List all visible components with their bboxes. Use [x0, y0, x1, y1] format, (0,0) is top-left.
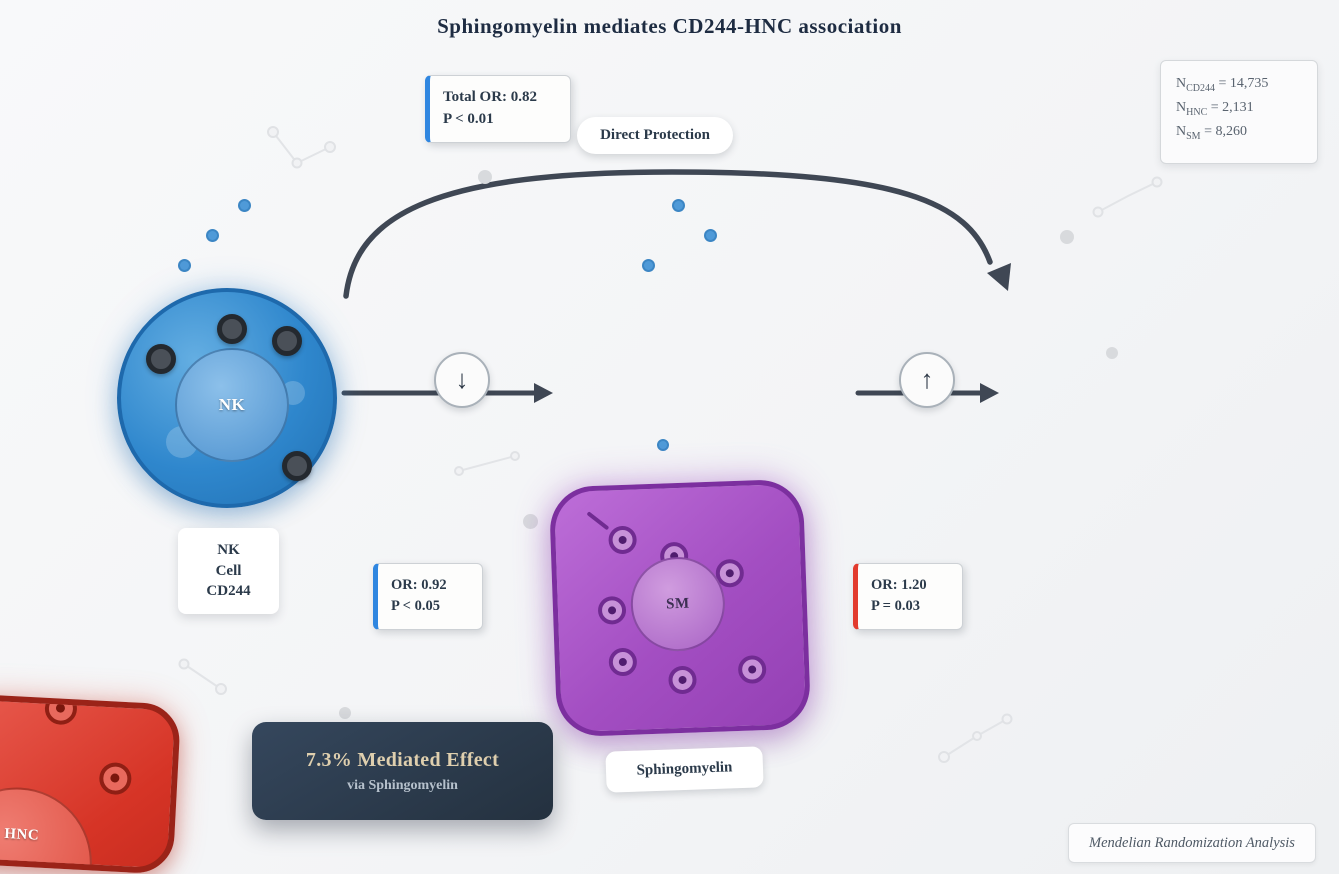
- nk-receptor-dot: [282, 451, 312, 481]
- direct-effect-arc: [343, 169, 1011, 299]
- or-nk-sm-value: OR: 0.92: [391, 577, 447, 593]
- hnc-molecule: [44, 693, 78, 726]
- n-sub: CD244: [1186, 82, 1216, 94]
- nk-caption-line: NK: [217, 541, 240, 558]
- decor-dot-blue: [704, 229, 717, 242]
- decor-dot-gray: [339, 707, 351, 719]
- nk-receptor-dot: [146, 344, 176, 374]
- sm-nucleus-label: SM: [665, 595, 690, 612]
- decor-dot-gray: [523, 514, 538, 529]
- up-arrow-icon: ↑: [920, 365, 934, 394]
- n-value: = 8,260: [1200, 123, 1247, 139]
- sm-nucleus: SM: [629, 555, 727, 653]
- n-sub: SM: [1186, 130, 1201, 142]
- n-base: N: [1176, 76, 1187, 91]
- sm-hnc-arrowhead: [980, 383, 999, 403]
- n-value: = 2,131: [1207, 99, 1254, 115]
- n-sub: HNC: [1186, 106, 1208, 118]
- decor-dot-blue: [178, 259, 191, 272]
- up-arrow-badge: ↑: [899, 352, 955, 408]
- lipid-molecule: [737, 655, 767, 684]
- mediated-effect-subtitle: via Sphingomyelin: [347, 777, 458, 793]
- nk-caption-line: Cell: [215, 562, 242, 579]
- nk-receptor-dot: [272, 326, 302, 356]
- hnc-molecule: [98, 761, 133, 796]
- decor-dot-blue: [238, 199, 251, 212]
- decor-dot-blue: [642, 259, 655, 272]
- lipid-molecule: [597, 595, 627, 625]
- mediated-effect-box: 7.3% Mediated Effect via Sphingomyelin: [252, 722, 553, 820]
- or-sm-hnc-pvalue: P = 0.03: [871, 598, 920, 615]
- or-nk-sm-pvalue: P < 0.05: [391, 598, 440, 615]
- nk-nucleus-label: NK: [218, 395, 246, 414]
- lipid-molecule: [608, 525, 638, 555]
- or-sm-hnc-value: OR: 1.20: [871, 577, 927, 593]
- nk-sm-arrowhead: [534, 383, 553, 403]
- hnc-label: HNC: [3, 825, 40, 844]
- decor-dot-gray: [1060, 230, 1074, 244]
- lipid-tail: [586, 511, 610, 531]
- n-base: N: [1176, 99, 1187, 115]
- lipid-molecule: [608, 647, 638, 677]
- sphingomyelin-graphic: SM: [548, 478, 812, 738]
- nk-nucleus: NK: [175, 348, 289, 462]
- nk-caption-box: NK Cell CD244: [178, 528, 279, 614]
- sphingomyelin-caption: Sphingomyelin: [605, 746, 764, 793]
- hnc-tumor-graphic: HNC: [0, 693, 182, 874]
- lipid-molecule: [668, 665, 697, 695]
- down-arrow-icon: ↓: [455, 365, 469, 394]
- n-value: = 14,735: [1215, 76, 1269, 91]
- total-or-pvalue: P < 0.01: [443, 110, 494, 127]
- decor-dot-blue: [206, 229, 219, 242]
- nk-cell-graphic: NK: [117, 288, 337, 508]
- direct-protection-label: Direct Protection: [577, 117, 733, 154]
- nk-receptor-dot: [217, 314, 247, 344]
- sample-size-box: NCD244 = 14,735 NHNC = 2,131 NSM = 8,260: [1160, 60, 1318, 164]
- decor-dot-blue: [672, 199, 685, 212]
- mediated-effect-value: 7.3% Mediated Effect: [305, 748, 500, 771]
- n-sm-line: NSM = 8,260: [1176, 121, 1302, 145]
- total-or-badge: Total OR: 0.82 P < 0.01: [425, 75, 571, 143]
- arc-arrowhead: [987, 263, 1011, 291]
- or-sm-hnc-badge: OR: 1.20 P = 0.03: [853, 563, 963, 630]
- n-cd244-line: NCD244 = 14,735: [1176, 73, 1302, 97]
- total-or-value: Total OR: 0.82: [443, 89, 538, 105]
- decor-dot-blue: [657, 439, 669, 451]
- analysis-type-label: Mendelian Randomization Analysis: [1068, 823, 1316, 863]
- n-hnc-line: NHNC = 2,131: [1176, 97, 1302, 121]
- or-nk-sm-badge: OR: 0.92 P < 0.05: [373, 563, 483, 630]
- diagram-title: Sphingomyelin mediates CD244-HNC associa…: [437, 14, 902, 38]
- nk-caption-line: CD244: [206, 583, 251, 600]
- decor-dot-gray: [478, 170, 492, 184]
- decor-dot-gray: [1106, 347, 1118, 359]
- down-arrow-badge: ↓: [434, 352, 490, 408]
- n-base: N: [1176, 123, 1187, 139]
